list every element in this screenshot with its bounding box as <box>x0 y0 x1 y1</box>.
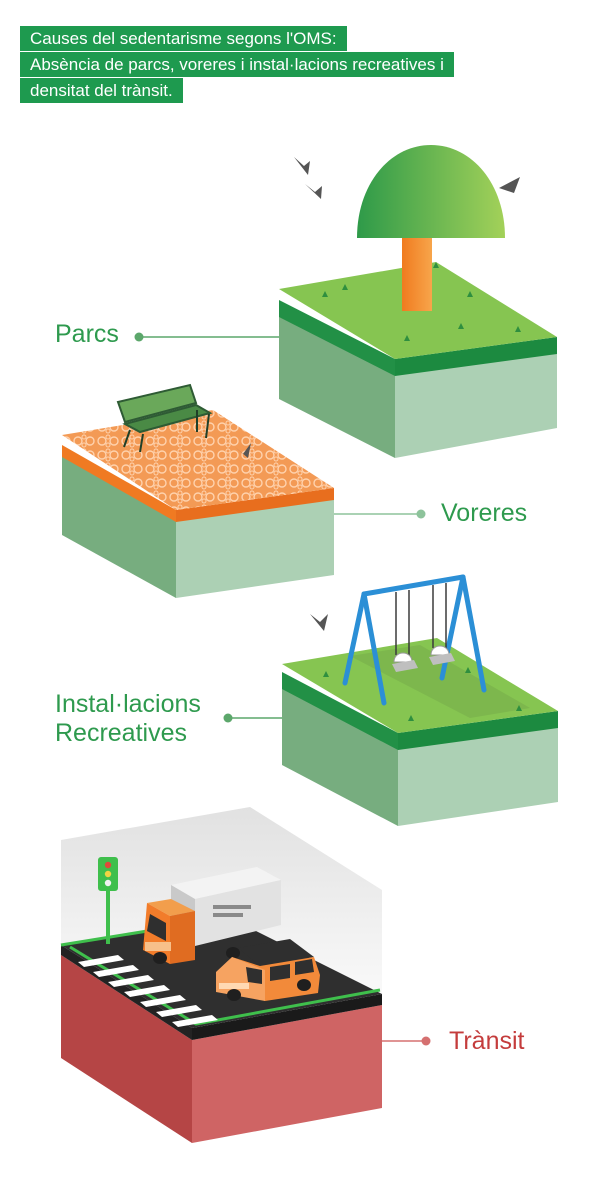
connector-instalacions <box>223 713 282 723</box>
header-banner: Causes del sedentarisme segons l'OMS: Ab… <box>20 26 460 104</box>
connector-parcs <box>134 332 279 342</box>
label-instalacions-2: Recreatives <box>55 719 187 747</box>
label-transit: Trànsit <box>449 1027 525 1055</box>
header-line-1: Causes del sedentarisme segons l'OMS: <box>20 26 347 51</box>
header-line-3: densitat del trànsit. <box>20 78 183 103</box>
tree-icon <box>357 145 505 311</box>
instalacions-block <box>282 638 558 826</box>
traffic-light-icon <box>98 857 118 944</box>
bench-icon <box>116 383 213 453</box>
bird-icon <box>235 443 251 458</box>
header-line-2: Absència de parcs, voreres i instal·laci… <box>20 52 454 77</box>
label-instalacions-1: Instal·lacions <box>55 690 201 718</box>
connector-voreres <box>334 509 426 519</box>
car-icon <box>216 939 320 1001</box>
connector-transit <box>382 1036 431 1046</box>
label-parcs: Parcs <box>55 320 119 348</box>
bird-icon <box>294 157 520 199</box>
swing-icon <box>342 574 487 706</box>
crosswalk <box>78 955 218 1027</box>
voreres-block <box>62 410 334 598</box>
bird-icon <box>310 614 328 631</box>
grass-marks <box>323 667 522 721</box>
truck-icon <box>143 867 281 964</box>
grass-marks <box>322 262 521 341</box>
label-voreres: Voreres <box>441 499 528 527</box>
